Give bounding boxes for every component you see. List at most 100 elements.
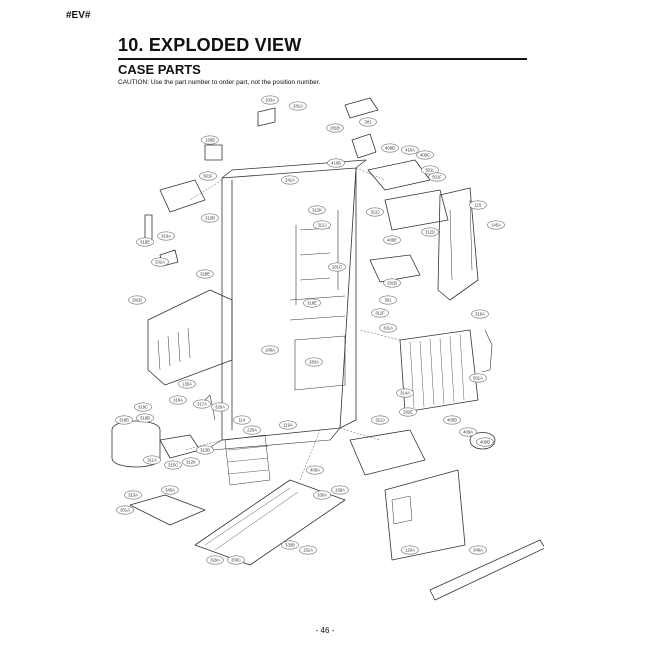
part-callout-bubble <box>421 165 439 175</box>
condenser-coil <box>399 329 493 413</box>
part-callout-label: 120A <box>405 547 415 552</box>
part-callout-label: 318B <box>119 417 129 422</box>
part-callout: 312J <box>313 220 331 230</box>
part-callout-bubble <box>396 388 414 398</box>
part-callout-label: 318E <box>140 239 150 244</box>
part-callout-bubble <box>261 95 279 105</box>
part-callout-bubble <box>136 237 154 247</box>
document-code: #EV# <box>66 10 91 21</box>
part-callout-label: 151A <box>303 547 313 552</box>
part-callout: 220A <box>243 425 261 435</box>
caution-note: CAUTION: Use the part number to order pa… <box>118 79 321 86</box>
part-callout: 410B <box>327 158 345 168</box>
part-callout: 405B <box>443 415 461 425</box>
part-callout-label: 318E <box>307 300 317 305</box>
part-callout: 501F <box>199 171 217 181</box>
part-callout: 313A <box>124 490 142 500</box>
part-callout: 318B <box>115 415 133 425</box>
part-callout-bubble <box>379 323 397 333</box>
part-callout: 301 <box>359 117 377 127</box>
back-cover-panel <box>147 289 233 386</box>
part-callout-label: 301 <box>365 119 373 124</box>
part-callout-label: 330A <box>317 492 327 497</box>
part-callout: 331A <box>379 323 397 333</box>
part-callout-bubble <box>281 540 299 550</box>
part-callout-bubble <box>308 205 326 215</box>
part-callout: 311A <box>143 455 161 465</box>
part-callout-bubble <box>313 490 331 500</box>
top-left-small-parts <box>144 107 276 267</box>
part-callout-label: 311A <box>147 457 157 462</box>
part-callout: 317A <box>193 399 211 409</box>
leader-lines <box>184 167 401 481</box>
part-callout: 501L <box>421 165 439 175</box>
part-callout-label: 331A <box>383 325 393 330</box>
part-callout-bubble <box>383 278 401 288</box>
part-callout-label: 317A <box>197 401 207 406</box>
part-callout: 409E <box>383 235 401 245</box>
part-callout-label: 313A <box>128 492 138 497</box>
part-callout-label: 409C <box>420 152 430 157</box>
part-callout-bubble <box>459 427 477 437</box>
part-callout-bubble <box>206 555 224 565</box>
part-callout-label: 281B <box>387 280 397 285</box>
part-callout: 330C <box>227 555 245 565</box>
part-callout: 114 <box>233 415 251 425</box>
refrigerator-cabinet <box>211 159 367 451</box>
part-callout-label: 282E <box>403 409 413 414</box>
part-callout-bubble <box>313 220 331 230</box>
part-callout-bubble <box>196 269 214 279</box>
part-callout-label: 106A <box>265 347 275 352</box>
part-callout-label: 281B <box>132 297 142 302</box>
part-callout: 241A <box>281 175 299 185</box>
part-callout-bubble <box>261 345 279 355</box>
part-callout: 282E <box>399 407 417 417</box>
part-callout-bubble <box>143 455 161 465</box>
part-callout-label: 312J <box>370 209 379 214</box>
part-callout-label: 330B <box>285 542 295 547</box>
part-callout-bubble <box>201 135 219 145</box>
part-callout: 281B <box>326 123 344 133</box>
part-callout-bubble <box>201 213 219 223</box>
part-callout-label: 145A <box>491 222 501 227</box>
part-callout-bubble <box>199 171 217 181</box>
part-callout-bubble <box>196 445 214 455</box>
part-callout: 106A <box>261 345 279 355</box>
part-callout-bubble <box>303 298 321 308</box>
part-callout-label: 331A <box>155 259 165 264</box>
part-callout-bubble <box>211 402 229 412</box>
part-callout-label: 409B <box>385 145 395 150</box>
part-callout-label: 114 <box>239 417 246 422</box>
part-callout-bubble <box>443 415 461 425</box>
part-callout: 409A <box>459 427 477 437</box>
part-callout-bubble <box>399 407 417 417</box>
part-callout-label: 318C <box>138 404 148 409</box>
part-callout-label: 312J <box>317 222 326 227</box>
part-callout: 318E <box>303 298 321 308</box>
part-callout-label: 314A <box>400 390 410 395</box>
part-callout-label: 316A <box>475 311 485 316</box>
part-callout: 409B <box>476 437 494 447</box>
part-callout-label: 319B <box>140 415 150 420</box>
part-callout-bubble <box>327 158 345 168</box>
part-callout-bubble <box>178 379 196 389</box>
part-callout-bubble <box>115 415 133 425</box>
part-callout: 281C <box>328 262 346 272</box>
part-callout-bubble <box>281 175 299 185</box>
part-callout-bubble <box>421 227 439 237</box>
part-callout-bubble <box>471 309 489 319</box>
part-callout-label: 313B <box>200 447 210 452</box>
part-callout: 316A <box>169 395 187 405</box>
part-callout: 312F <box>371 308 389 318</box>
part-callout-label: 410A <box>405 147 415 152</box>
part-callout: 281B <box>128 295 146 305</box>
part-callout: 314A <box>396 388 414 398</box>
part-callout: 330B <box>281 540 299 550</box>
part-callout-label: 241A <box>285 177 295 182</box>
part-callout-label: 283A <box>309 359 319 364</box>
part-callout-bubble <box>469 200 487 210</box>
part-callout: 409B <box>381 143 399 153</box>
part-callout: 158A <box>331 485 349 495</box>
part-callout-label: 312D <box>425 229 435 234</box>
part-callout: 120A <box>401 545 419 555</box>
